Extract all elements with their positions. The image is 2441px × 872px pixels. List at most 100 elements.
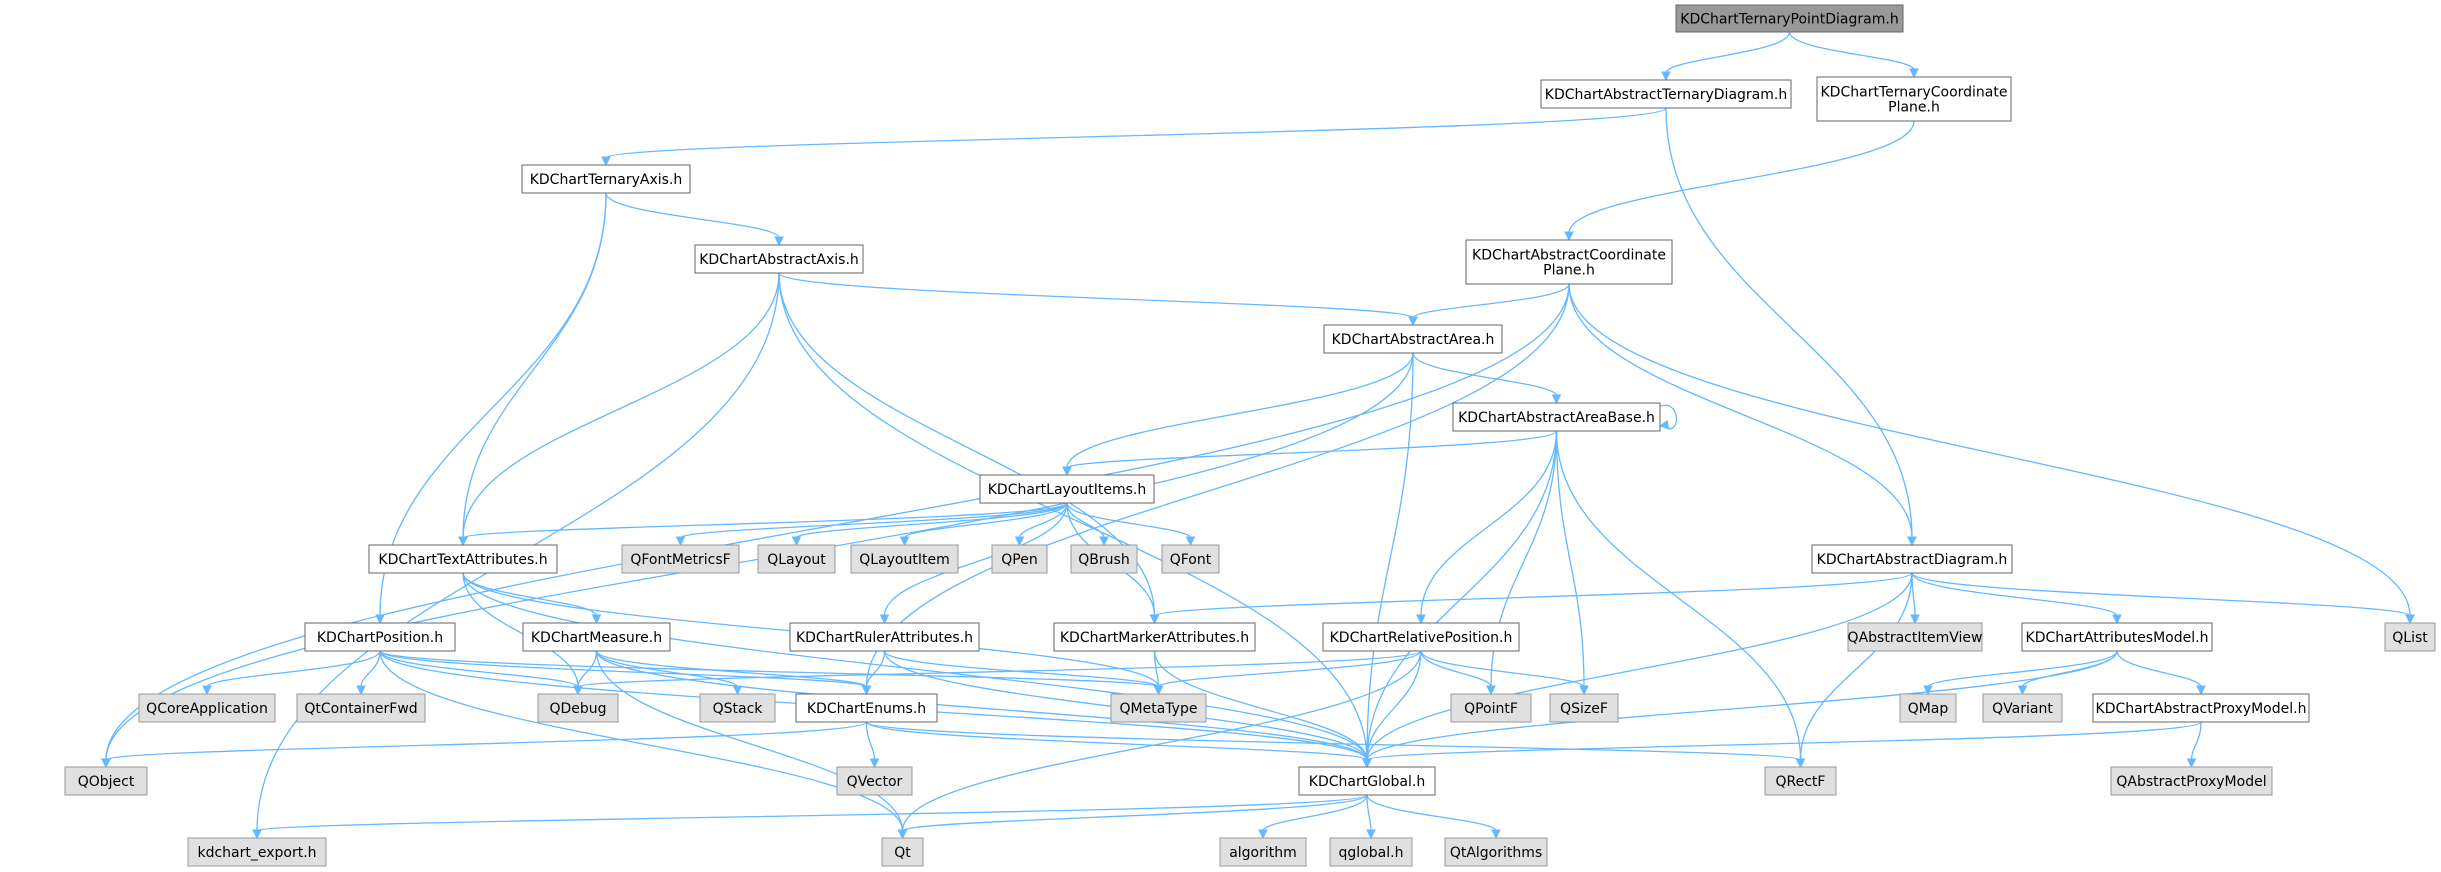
edge-global-to-qt-algorithms: [1366, 794, 1501, 840]
node-label-line: QMetaType: [1120, 701, 1198, 717]
node-label: KDChartMeasure.h: [531, 630, 662, 646]
edge-position-to-qmeta-type: [379, 650, 1164, 696]
node-box: [836, 766, 913, 796]
node-box: [1847, 622, 1983, 652]
node-label: KDChartTernaryAxis.h: [530, 172, 683, 188]
edge-enums-to-qobject: [101, 721, 868, 769]
node-layout-items[interactable]: KDChartLayoutItems.h: [979, 474, 1155, 504]
edge-layout-items-to-qlayout: [791, 502, 1068, 547]
node-label-line: KDChartPosition.h: [317, 630, 443, 646]
node-label-line: KDChartRelativePosition.h: [1330, 630, 1513, 646]
edge-layout-items-to-qlayout-item: [899, 502, 1068, 547]
node-label-line: QAbstractProxyModel: [2116, 774, 2266, 790]
node-label-line: qglobal.h: [1339, 845, 1404, 861]
edge-abs-tern-diag-to-abs-diag: [1665, 107, 1917, 547]
edge-layout-items-to-text-attr: [458, 502, 1068, 547]
edge-rel-pos-to-qpoint-f: [1420, 650, 1496, 696]
node-marker-attr[interactable]: KDChartMarkerAttributes.h: [1053, 622, 1256, 652]
node-abs-tern-diag[interactable]: KDChartAbstractTernaryDiagram.h: [1540, 79, 1792, 109]
node-global[interactable]: KDChartGlobal.h: [1298, 766, 1436, 796]
edge-abs-area-to-global: [1362, 352, 1414, 769]
edge-abs-area-base-to-qsize-f: [1555, 430, 1589, 696]
edge-rel-pos-to-qsize-f: [1420, 650, 1589, 696]
node-qdebug: QDebug: [537, 693, 619, 723]
node-abs-proxy-model[interactable]: KDChartAbstractProxyModel.h: [2092, 693, 2310, 723]
node-enums[interactable]: KDChartEnums.h: [795, 693, 938, 723]
node-label: Qt: [894, 845, 911, 861]
node-qpen: QPen: [991, 544, 1048, 574]
node-label-line: KDChartAttributesModel.h: [2026, 630, 2209, 646]
node-text-attr[interactable]: KDChartTextAttributes.h: [368, 544, 558, 574]
node-qmeta-type: QMetaType: [1110, 693, 1207, 723]
edge-abs-diag-to-global: [1362, 572, 1913, 769]
node-attr-model[interactable]: KDChartAttributesModel.h: [2021, 622, 2213, 652]
edge-global-to-kdchart-export: [252, 794, 1368, 840]
edge-abs-proxy-model-to-qabstract-proxy-model: [2186, 721, 2202, 769]
node-label-line: KDChartAbstractProxyModel.h: [2096, 701, 2307, 717]
node-label: QtContainerFwd: [304, 701, 417, 717]
node-abs-axis[interactable]: KDChartAbstractAxis.h: [694, 244, 864, 274]
node-qt: Qt: [881, 837, 924, 867]
node-label-line: QRectF: [1776, 774, 1826, 790]
node-label-line: KDChartGlobal.h: [1309, 774, 1425, 790]
node-abs-diag[interactable]: KDChartAbstractDiagram.h: [1811, 544, 2013, 574]
node-label: qglobal.h: [1339, 845, 1404, 861]
node-label-line: QFont: [1170, 552, 1212, 568]
node-abs-area[interactable]: KDChartAbstractArea.h: [1323, 324, 1503, 354]
edge-root-to-abs-tern-diag: [1661, 31, 1791, 82]
node-label: KDChartPosition.h: [317, 630, 443, 646]
node-box: [1465, 239, 1673, 285]
node-qabstract-item-view: QAbstractItemView: [1847, 622, 1983, 652]
node-label-line: QPointF: [1464, 701, 1518, 717]
node-box: [795, 693, 938, 723]
node-box: [699, 693, 776, 723]
node-label-line: KDChartTextAttributes.h: [378, 552, 547, 568]
node-label: KDChartAbstractAreaBase.h: [1458, 410, 1655, 426]
node-box: [1329, 837, 1413, 867]
node-box: [522, 622, 671, 652]
node-tern-axis[interactable]: KDChartTernaryAxis.h: [521, 164, 691, 194]
node-qbrush: QBrush: [1070, 544, 1138, 574]
edge-enums-to-global: [865, 721, 1372, 769]
node-box: [1675, 4, 1904, 33]
edge-abs-tern-diag-to-tern-axis: [601, 107, 1667, 167]
node-box: [757, 544, 836, 574]
edge-abs-area-to-abs-area-base: [1412, 352, 1562, 405]
node-label-line: KDChartRulerAttributes.h: [796, 630, 973, 646]
edge-abs-area-base-to-abs-area-base: [1655, 404, 1678, 430]
edge-layout-items-to-qpen: [1014, 502, 1068, 547]
node-box: [1322, 622, 1520, 652]
node-label: QMetaType: [1120, 701, 1198, 717]
node-rel-pos[interactable]: KDChartRelativePosition.h: [1322, 622, 1520, 652]
node-position[interactable]: KDChartPosition.h: [304, 622, 456, 652]
edge-global-to-algorithm: [1258, 794, 1368, 840]
node-label: QList: [2392, 630, 2428, 646]
edge-position-to-qt-container-fwd: [356, 650, 381, 696]
node-qglobal: qglobal.h: [1329, 837, 1413, 867]
edges-layer: [101, 31, 2415, 840]
edge-layout-items-to-qfont-metrics-f: [675, 502, 1068, 547]
node-label: QAbstractProxyModel: [2116, 774, 2266, 790]
node-label: QLayoutItem: [859, 552, 949, 568]
node-label: KDChartAttributesModel.h: [2026, 630, 2209, 646]
node-label-line: QFontMetricsF: [630, 552, 730, 568]
node-box: [1982, 693, 2063, 723]
node-qt-container-fwd: QtContainerFwd: [296, 693, 426, 723]
node-abs-area-base[interactable]: KDChartAbstractAreaBase.h: [1452, 402, 1661, 432]
node-label-line: KDChartAbstractAxis.h: [699, 252, 859, 268]
nodes-layer: KDChartTernaryPointDiagram.hKDChartAbstr…: [64, 4, 2436, 867]
node-label-line: QStack: [713, 701, 764, 717]
node-label-line: QtAlgorithms: [1450, 845, 1542, 861]
node-box: [694, 244, 864, 274]
node-label-line: QtContainerFwd: [304, 701, 417, 717]
edge-abs-proxy-model-to-global: [1362, 721, 2202, 769]
node-box: [1540, 79, 1792, 109]
node-ruler-attr[interactable]: KDChartRulerAttributes.h: [789, 622, 980, 652]
edge-ruler-attr-to-qmeta-type: [883, 650, 1164, 696]
node-measure[interactable]: KDChartMeasure.h: [522, 622, 671, 652]
node-root[interactable]: KDChartTernaryPointDiagram.h: [1675, 4, 1904, 33]
